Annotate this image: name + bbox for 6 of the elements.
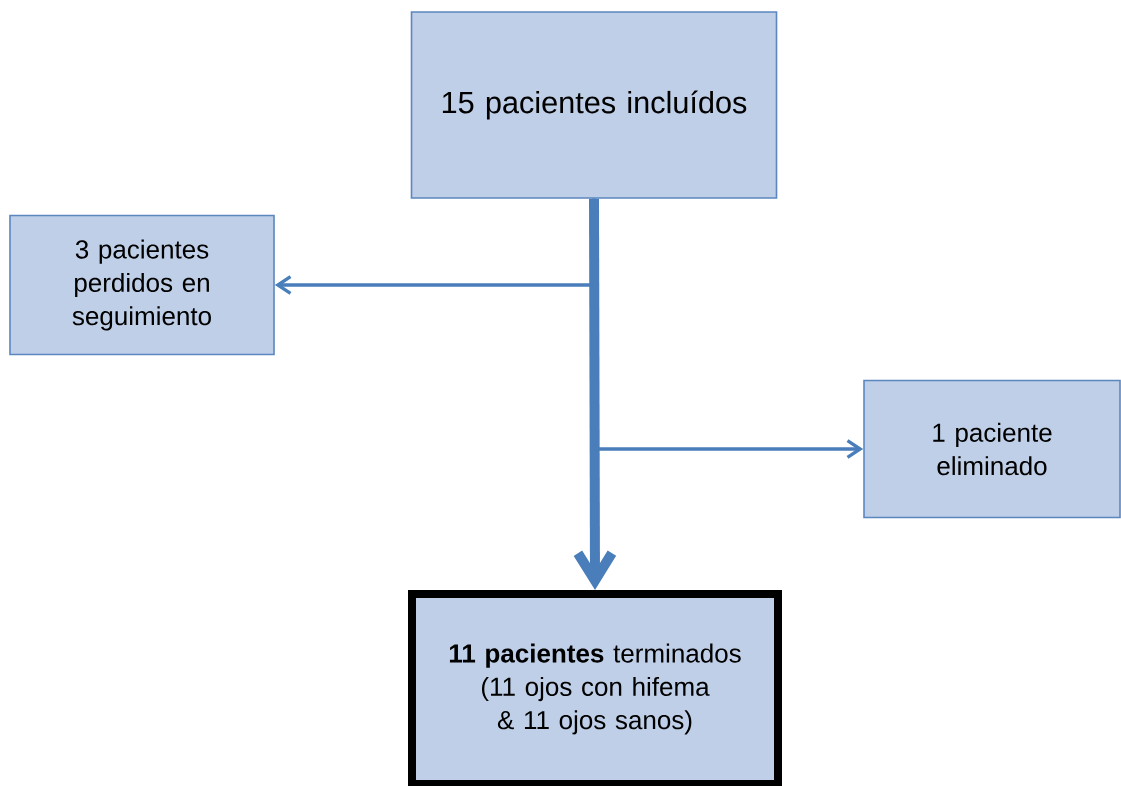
process-box: 15 pacientes incluídos <box>410 11 778 199</box>
process-box: 3 pacientes perdidos en seguimiento <box>9 214 275 356</box>
arrow <box>573 198 617 590</box>
process-box: 1 paciente eliminado <box>863 379 1121 519</box>
process-box: 11 pacientes terminados (11 ojos con hifema & 11 ojos sanos) <box>408 590 782 786</box>
arrow <box>592 198 864 459</box>
